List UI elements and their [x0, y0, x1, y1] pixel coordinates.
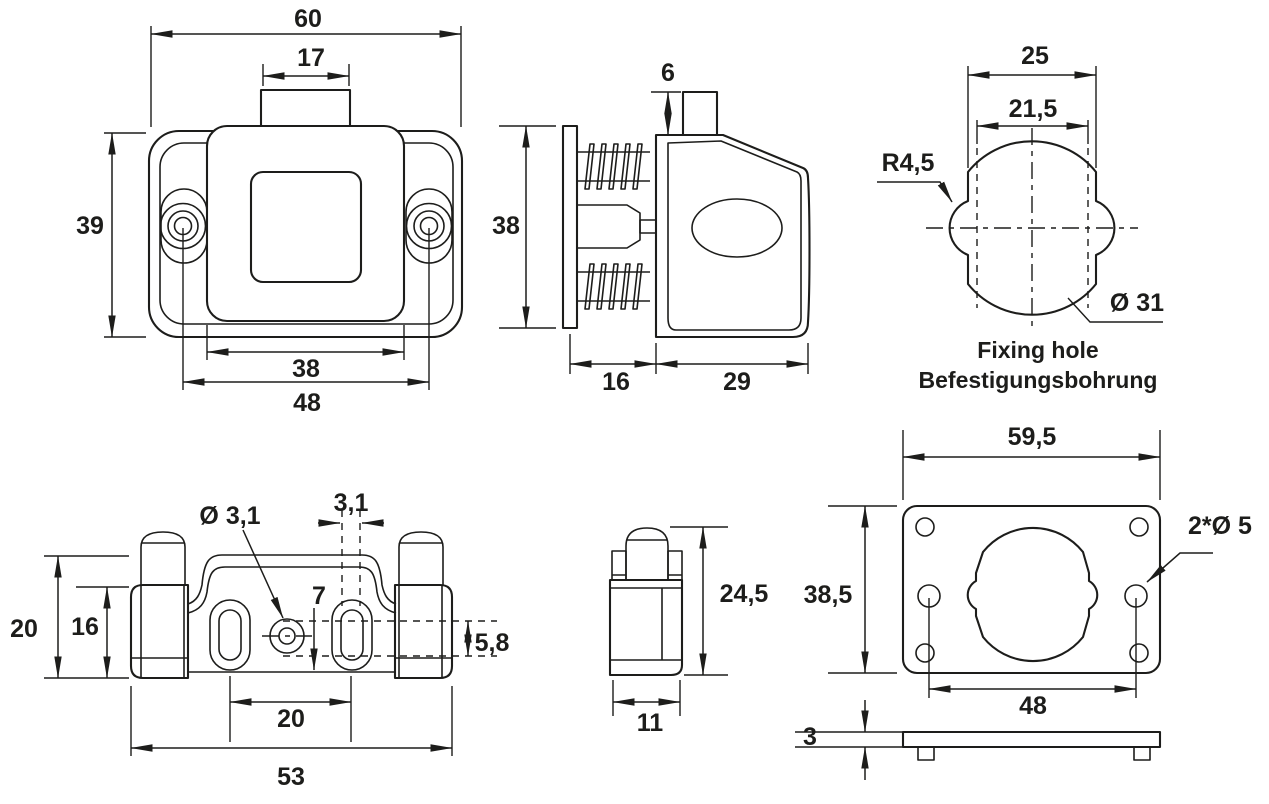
- dim-front-overall-width: 60: [294, 5, 322, 33]
- side-part-outline: [561, 90, 811, 339]
- side-top-stud: [681, 90, 719, 137]
- dim-front-body-width: 38: [292, 355, 320, 383]
- dim-striker-overall-height: 20: [10, 615, 38, 643]
- dim-plate-screw-holes: 2*Ø 5: [1188, 512, 1252, 540]
- front-view: 60 17 39 38 48: [76, 5, 464, 417]
- striker-side-dimensions: 24,5 11: [612, 526, 769, 737]
- dim-striker-slot-height: 5,8: [475, 629, 510, 657]
- caption-fixing-hole-de: Befestigungsbohrung: [919, 367, 1158, 393]
- side-dimensions: 6 38 16 29: [492, 59, 809, 396]
- side-flange: [561, 124, 579, 330]
- dim-side-overall-height: 38: [492, 212, 520, 240]
- dim-striker-hole-diameter: Ø 3,1: [199, 502, 260, 530]
- fixing-hole-dimensions: 25 21,5 R4,5 Ø 31 Fixing hole Befestigun…: [877, 42, 1164, 393]
- dim-striker-hole-offset: 7: [312, 582, 326, 610]
- dim-plate-hole-spacing: 48: [1019, 692, 1047, 720]
- plate-body: [901, 504, 1162, 675]
- front-part-outline: [147, 88, 464, 339]
- dim-front-button-width: 17: [297, 44, 325, 72]
- dim-plate-width: 59,5: [1008, 423, 1057, 451]
- plate-outline: [901, 504, 1162, 761]
- front-push-button: [249, 170, 363, 284]
- dim-front-hole-spacing: 48: [293, 389, 321, 417]
- striker-top-dimensions: 20 16 Ø 3,1 3,1 7 5,8 20 53: [10, 489, 509, 791]
- side-body: [654, 133, 811, 339]
- plate-cutout: [966, 526, 1099, 663]
- dim-side-body-depth: 29: [723, 368, 751, 396]
- plate-side-view: [901, 730, 1162, 749]
- dim-hole-diameter: Ø 31: [1110, 289, 1164, 317]
- side-oval-emboss: [691, 198, 783, 258]
- striker-top-outline: [129, 510, 497, 680]
- dim-hole-width: 25: [1021, 42, 1049, 70]
- dim-flat-width: 21,5: [1009, 95, 1058, 123]
- dim-striker-body-height: 16: [71, 613, 99, 641]
- side-plunger: [576, 204, 641, 249]
- striker-side-view: 24,5 11: [608, 526, 769, 737]
- dim-striker-slot-width: 3,1: [334, 489, 369, 517]
- side-view: 6 38 16 29: [492, 59, 811, 396]
- striker-side-outline: [608, 527, 684, 677]
- striker-right-slot: [331, 599, 373, 671]
- dim-side-thread-length: 16: [602, 368, 630, 396]
- dim-striker-side-width: 11: [637, 709, 664, 737]
- dim-side-stud-height: 6: [661, 59, 675, 87]
- striker-top-view: 20 16 Ø 3,1 3,1 7 5,8 20 53: [10, 489, 509, 791]
- dim-striker-slot-spacing: 20: [277, 705, 305, 733]
- dim-front-overall-height: 39: [76, 212, 104, 240]
- dim-plate-thickness: 3: [803, 723, 817, 751]
- dim-plate-height: 38,5: [804, 581, 853, 609]
- front-top-tab: [259, 88, 352, 132]
- front-dimensions: 60 17 39 38 48: [76, 5, 462, 417]
- striker-left-slot: [209, 599, 251, 671]
- fixing-hole-view: 25 21,5 R4,5 Ø 31 Fixing hole Befestigun…: [877, 42, 1164, 393]
- plate-dimensions: 59,5 38,5 2*Ø 5 48 3: [795, 423, 1252, 780]
- mounting-plate-view: 59,5 38,5 2*Ø 5 48 3: [795, 423, 1252, 780]
- caption-fixing-hole-en: Fixing hole: [977, 337, 1098, 363]
- dim-notch-radius: R4,5: [882, 149, 935, 177]
- dim-striker-side-height: 24,5: [720, 580, 769, 608]
- dim-striker-overall-width: 53: [277, 763, 305, 791]
- fixing-hole-outline: [948, 140, 1116, 316]
